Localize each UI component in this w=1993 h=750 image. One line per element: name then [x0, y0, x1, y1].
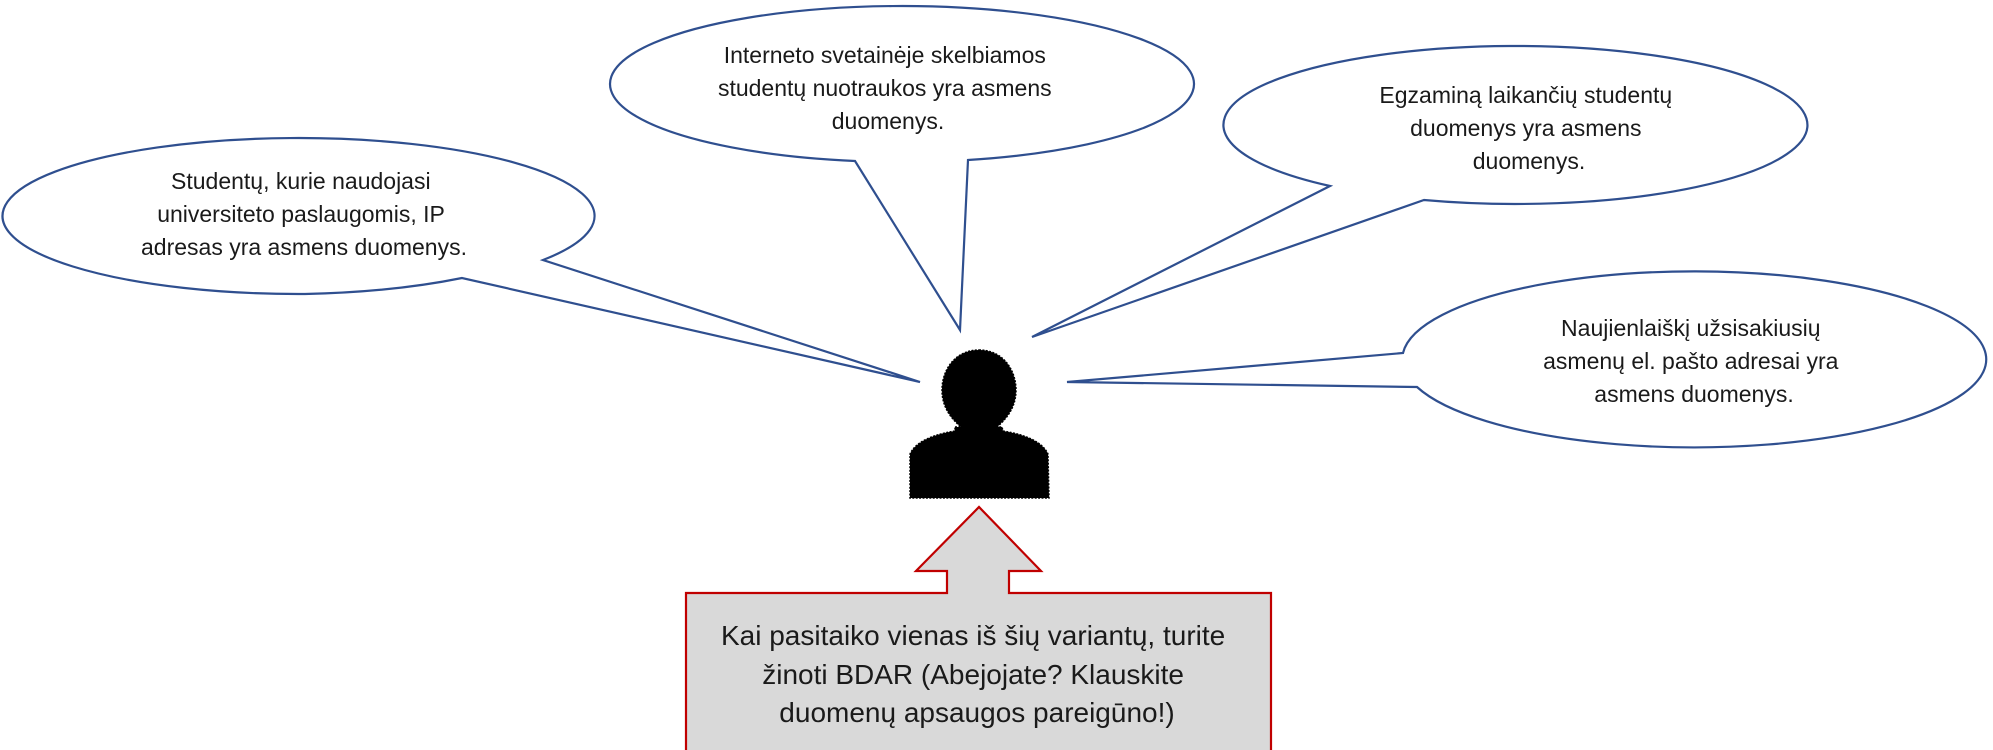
- speech-bubble-line: asmens duomenys.: [1594, 381, 1793, 407]
- speech-bubble-photos-shape: [608, 4, 1196, 334]
- person-icon: [909, 349, 1050, 499]
- speech-bubble-photos-text: Interneto svetainėje skelbiamos studentų…: [718, 42, 1058, 134]
- speech-bubble-line: asmenų el. pašto adresai yra: [1543, 348, 1839, 374]
- gdpr-callout: Kai pasitaiko vienas iš šių variantų, tu…: [684, 505, 1273, 750]
- speech-bubble-line: Naujienlaiškį užsisakiusių: [1561, 315, 1821, 341]
- speech-bubble-line: Studentų, kurie naudojasi: [171, 168, 431, 194]
- speech-bubble-exam-data-text: Egzaminą laikančių studentų duomenys yra…: [1379, 82, 1678, 174]
- speech-bubble-ip-address: Studentų, kurie naudojasi universiteto p…: [1, 136, 921, 384]
- speech-bubble-newsletter-text: Naujienlaiškį užsisakiusių asmenų el. pa…: [1543, 315, 1845, 407]
- speech-bubble-exam-data: Egzaminą laikančių studentų duomenys yra…: [1031, 44, 1809, 339]
- callout-line: duomenų apsaugos pareigūno!): [779, 697, 1174, 728]
- callout-line: žinoti BDAR (Abejojate? Klauskite: [762, 659, 1184, 690]
- speech-bubble-line: duomenys yra asmens: [1410, 115, 1641, 141]
- gdpr-callout-shape: [684, 505, 1273, 750]
- speech-bubble-line: duomenys.: [832, 108, 945, 134]
- speech-bubble-ip-address-shape: [1, 136, 921, 384]
- speech-bubble-line: Egzaminą laikančių studentų: [1379, 82, 1672, 108]
- speech-bubble-line: duomenys.: [1473, 148, 1586, 174]
- speech-bubble-newsletter: Naujienlaiškį užsisakiusių asmenų el. pa…: [1066, 270, 1988, 449]
- speech-bubble-photos: Interneto svetainėje skelbiamos studentų…: [608, 4, 1196, 334]
- speech-bubble-ip-address-text: Studentų, kurie naudojasi universiteto p…: [141, 168, 467, 260]
- gdpr-callout-text: Kai pasitaiko vienas iš šių variantų, tu…: [721, 620, 1233, 728]
- callout-line: Kai pasitaiko vienas iš šių variantų, tu…: [721, 620, 1225, 651]
- speech-bubble-exam-data-shape: [1031, 44, 1809, 339]
- speech-bubble-line: Interneto svetainėje skelbiamos: [724, 42, 1046, 68]
- speech-bubble-line: adresas yra asmens duomenys.: [141, 234, 467, 260]
- speech-bubble-newsletter-shape: [1066, 270, 1988, 449]
- person-body: [909, 426, 1050, 499]
- speech-bubble-line: universiteto paslaugomis, IP: [157, 201, 444, 227]
- speech-bubble-line: studentų nuotraukos yra asmens: [718, 75, 1052, 101]
